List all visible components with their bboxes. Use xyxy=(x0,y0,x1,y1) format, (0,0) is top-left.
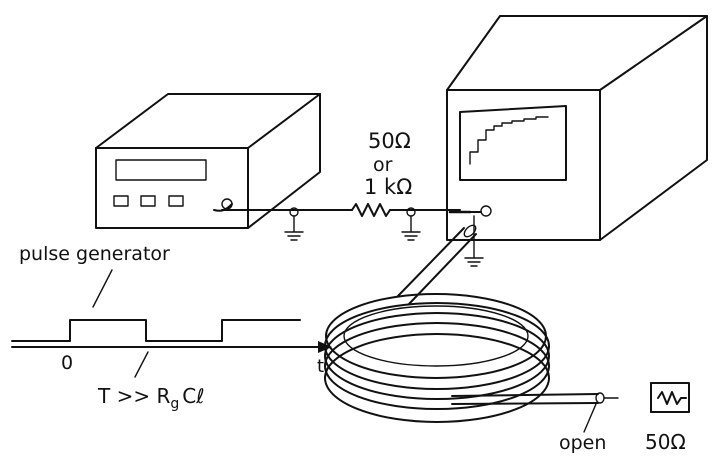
pulse-waveform xyxy=(11,319,301,342)
ground-icon xyxy=(284,207,304,241)
termination-resistor-icon xyxy=(650,382,690,413)
pulse-generator-icon xyxy=(95,93,321,229)
oscilloscope-icon xyxy=(446,15,708,241)
series-resistor-line xyxy=(213,203,482,217)
time-axis xyxy=(11,341,332,353)
resistor-icon xyxy=(351,203,391,217)
termination-label: 50Ω xyxy=(645,430,686,454)
open-leader-line xyxy=(583,403,597,433)
generator-leader-line xyxy=(92,269,113,308)
resistor-or-label: or xyxy=(373,154,393,176)
resistor-value-1: 50Ω xyxy=(368,129,411,153)
open-end-label: open xyxy=(559,432,606,454)
time-axis-label: t xyxy=(317,356,324,377)
origin-label: 0 xyxy=(61,352,73,374)
coiled-coax-cable-icon xyxy=(324,224,619,423)
period-leader-line xyxy=(134,351,149,378)
oscilloscope-trace xyxy=(469,116,549,165)
ground-icon xyxy=(401,207,421,241)
resistor-value-2: 1 kΩ xyxy=(364,175,412,199)
generator-label: pulse generator xyxy=(19,243,170,265)
